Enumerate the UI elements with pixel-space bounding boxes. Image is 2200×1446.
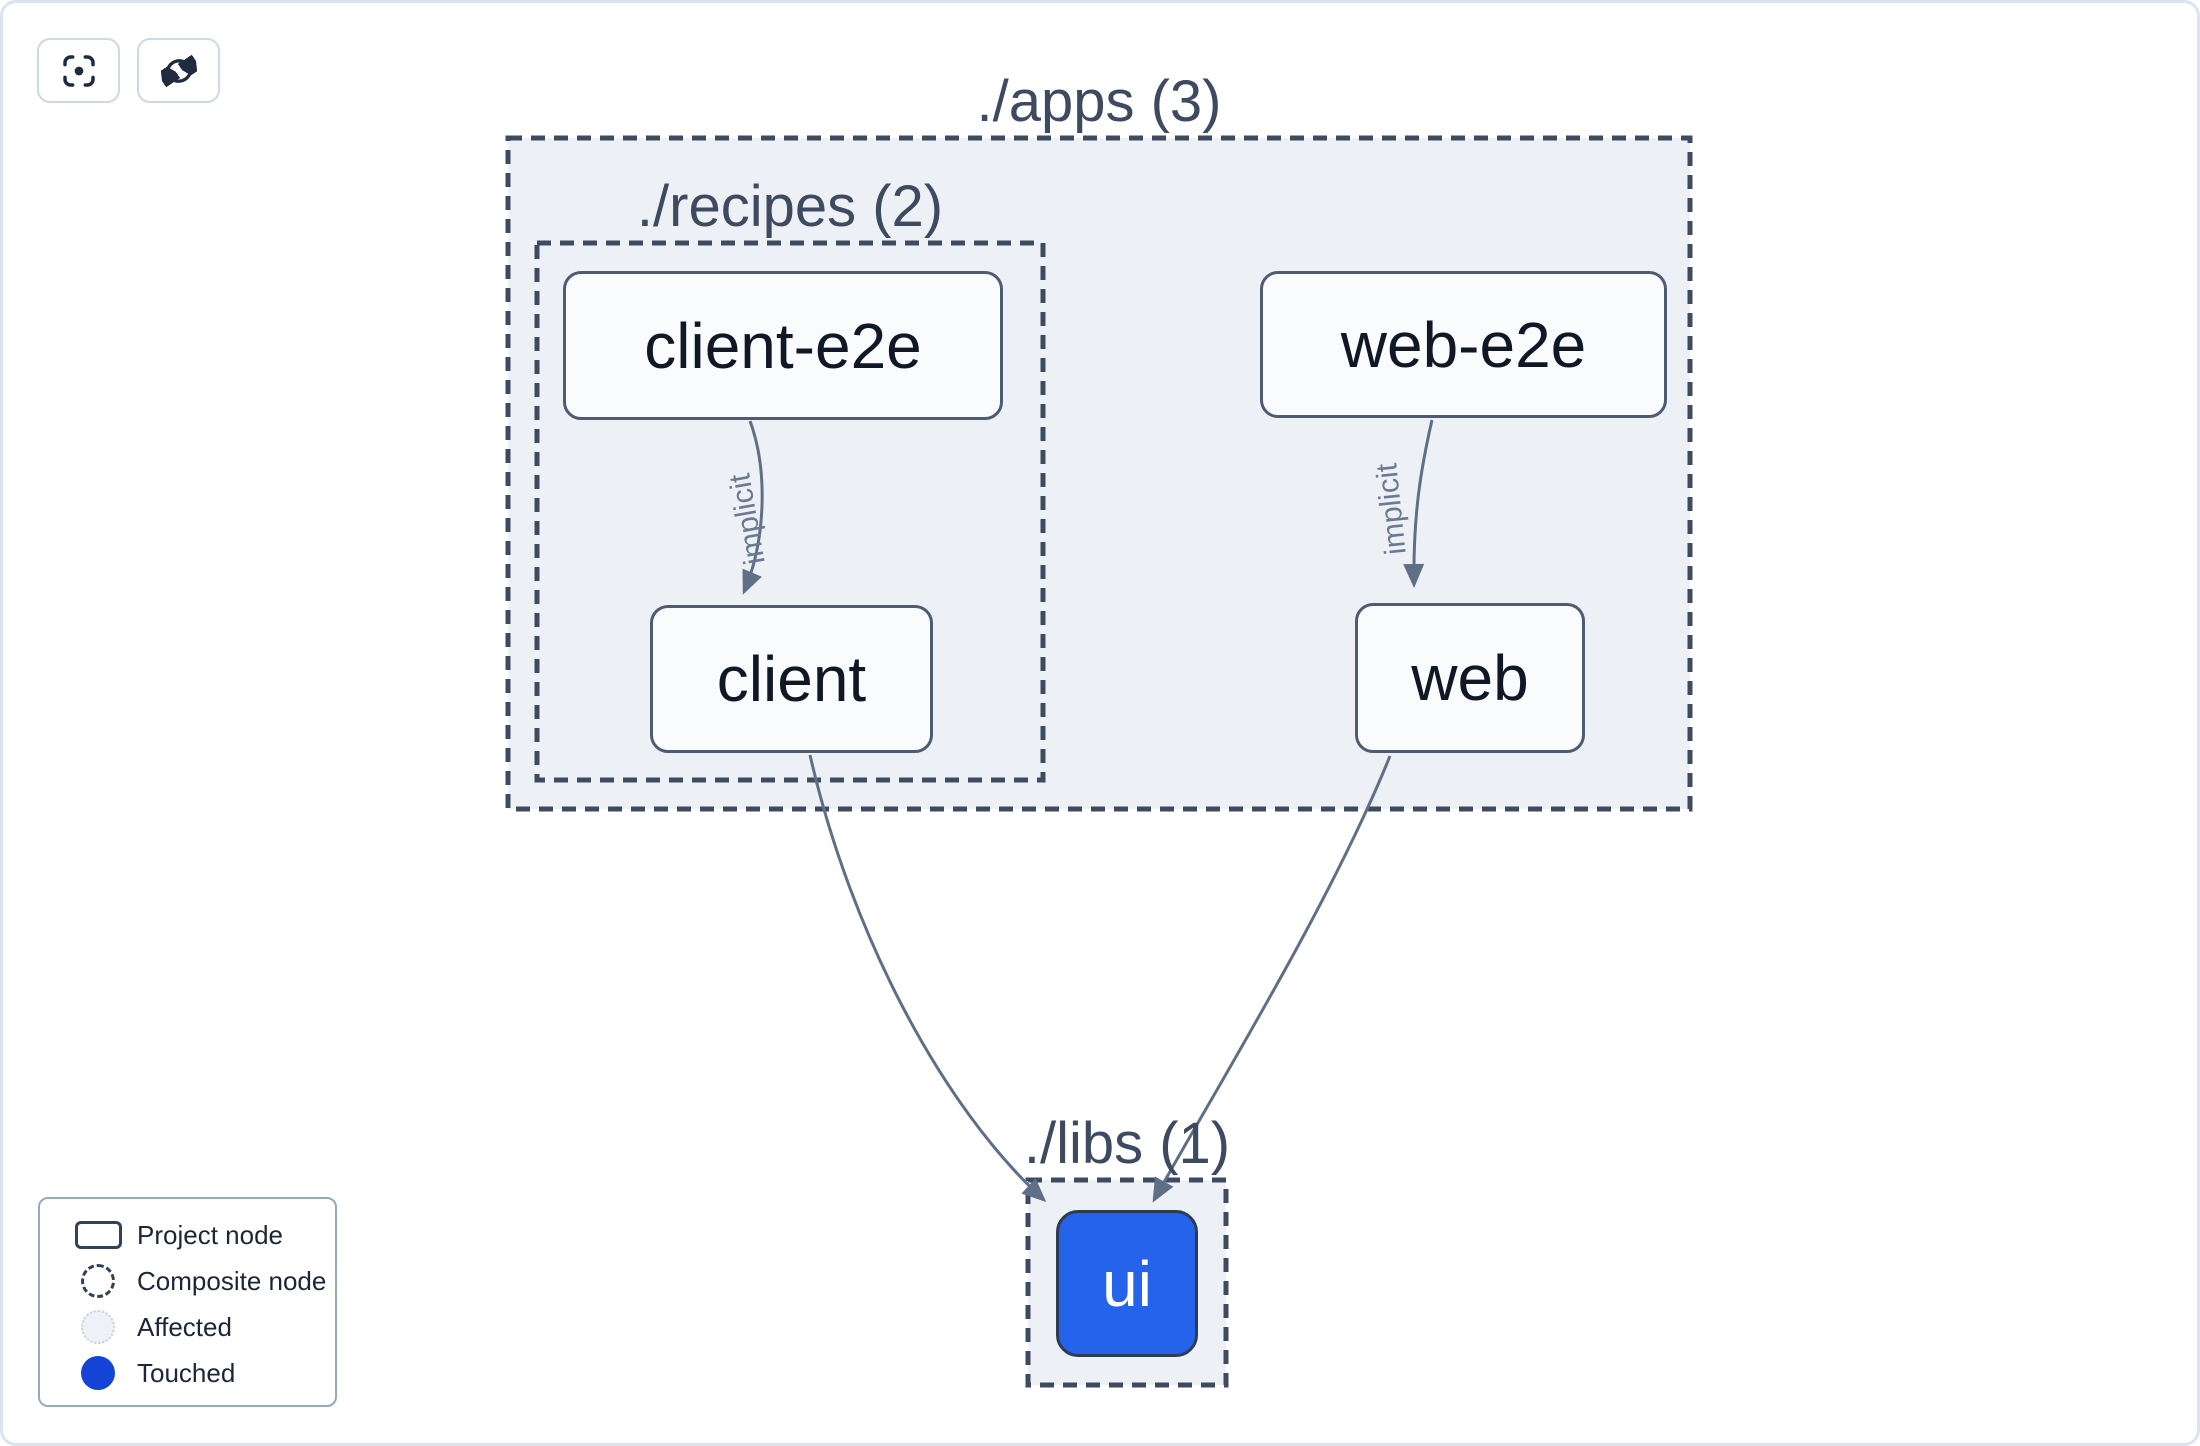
edge-client-to-ui[interactable] [808,754,1047,1203]
node-web[interactable]: web [1355,603,1585,753]
affected-swatch-icon [81,1310,115,1344]
touched-swatch-icon [81,1356,115,1390]
refresh-icon [159,51,199,91]
legend-item-touched: Touched [40,1350,335,1396]
project-node-swatch-icon [74,1221,122,1249]
legend-label: Touched [137,1357,236,1388]
edge-web-to-ui[interactable] [1152,755,1392,1203]
legend-item-affected: Affected [40,1304,335,1350]
node-web-e2e[interactable]: web-e2e [1260,271,1667,418]
edge-client-e2e-to-client[interactable] [742,420,764,595]
legend-item-project-node: Project node [40,1212,335,1258]
legend-label: Project node [137,1219,283,1250]
edge-web-e2e-to-web[interactable] [1403,419,1434,588]
legend-item-composite-node: Composite node [40,1258,335,1304]
group-label-libs[interactable]: ./libs (1) [1023,1111,1231,1176]
composite-node-swatch-icon [81,1264,115,1298]
legend-label: Composite node [137,1265,327,1296]
legend-label: Affected [137,1311,232,1342]
focus-crosshair-icon [59,51,99,91]
node-client[interactable]: client [650,605,933,753]
node-ui-touched[interactable]: ui [1056,1210,1198,1357]
node-client-e2e[interactable]: client-e2e [563,271,1003,420]
focus-button[interactable] [37,38,120,103]
legend: Project node Composite node Affected Tou… [38,1197,337,1407]
group-label-apps[interactable]: ./apps (3) [976,69,1222,134]
group-label-recipes[interactable]: ./recipes (2) [636,174,944,239]
refresh-button[interactable] [137,38,220,103]
